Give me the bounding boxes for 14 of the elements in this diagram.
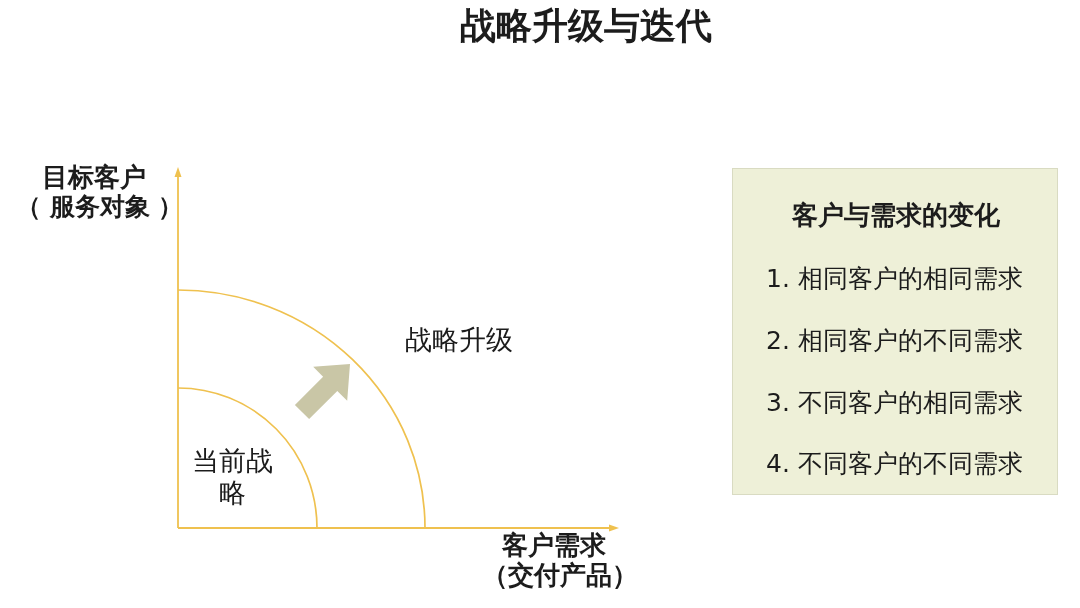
axis-label: （ 服务对象 ） [16,192,184,222]
list-item: 4. 不同客户的不同需求 [766,449,1023,479]
list-item: 3. 不同客户的相同需求 [766,388,1023,418]
axis-label: 客户需求 [502,530,606,561]
zone-label: 战略升级 [405,324,513,357]
list-item: 2. 相同客户的不同需求 [766,326,1023,356]
axis-label: 目标客户 [42,162,146,194]
inner-arc-zone [178,388,317,528]
diagram-title: 战略升级与迭代 [460,4,712,48]
panel-heading: 客户与需求的变化 [792,200,1000,232]
list-item: 1. 相同客户的相同需求 [766,264,1023,294]
info-panel [732,168,1058,495]
axis-label: （交付产品） [482,560,638,592]
zone-label: 当前战略 [190,445,274,510]
